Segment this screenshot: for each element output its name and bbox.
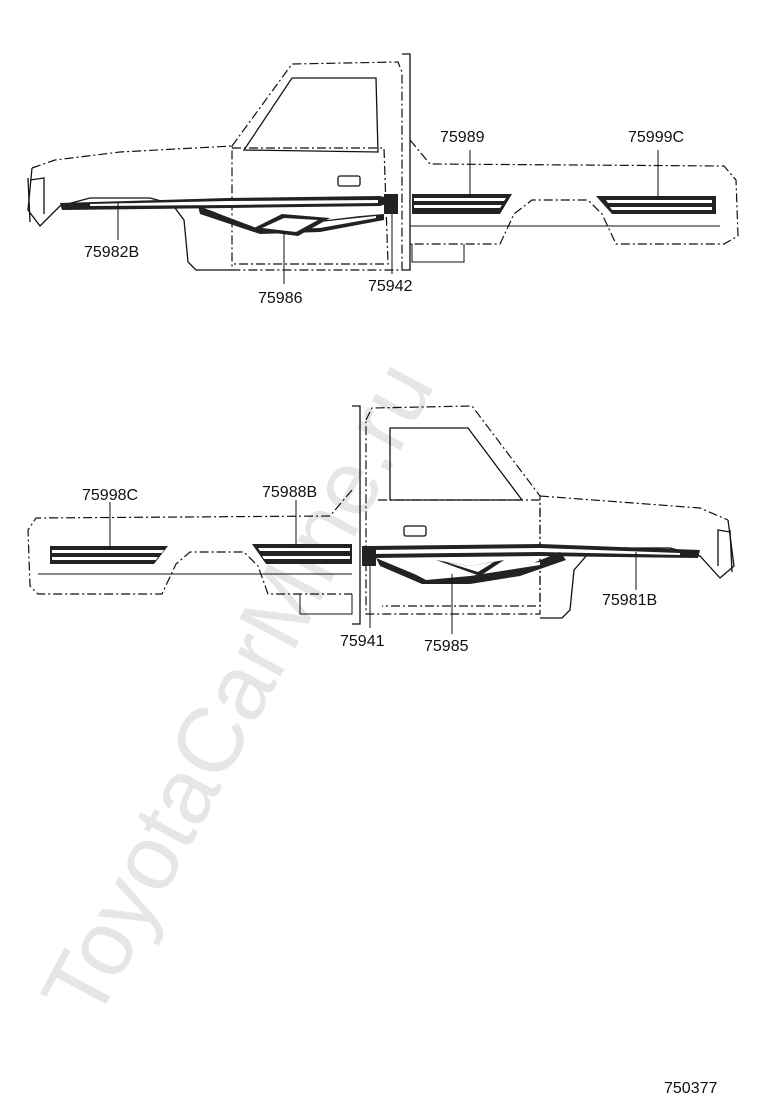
bed-stripe-75988b [252,544,352,564]
front-bumper [27,177,45,223]
bed-step [411,244,465,263]
bed-outline [409,139,739,245]
bed-stripe-75989 [412,194,512,214]
truck-right-side-view [27,405,735,625]
watermark: ToyotaCarMine.ru [23,345,454,1034]
door-handle [337,175,361,187]
cab-rear-pillar [352,405,361,625]
label-75941: 75941 [340,633,385,650]
label-75982b: 75982B [84,244,139,261]
cab-rear-pillar [402,53,411,271]
cab-window [242,77,379,153]
cab-outline [231,61,403,271]
label-75985: 75985 [424,638,469,655]
front-bumper [717,529,733,573]
diagram-code: 750377 [664,1080,717,1097]
door-handle [403,525,427,537]
pillar-mark-75941 [362,546,376,566]
label-75998c: 75998C [82,487,138,504]
label-75986: 75986 [258,290,303,307]
label-75988b: 75988B [262,484,317,501]
front-fender-outline [27,167,232,271]
door-graphic-75986 [60,196,398,236]
bed-stripe-75998c [50,546,168,564]
label-75981b: 75981B [602,592,657,609]
label-75942: 75942 [368,278,413,295]
pillar-mark-75942 [384,194,398,214]
hood-outline [539,495,729,521]
bed-outline [27,489,353,595]
hood-outline [31,145,233,169]
label-75989: 75989 [440,129,485,146]
door-graphic-75985 [366,544,700,584]
truck-left-side-view [27,53,739,271]
bed-stripe-75999c [596,196,716,214]
cab-door [378,499,541,607]
bed-step [299,594,353,615]
label-75999c: 75999C [628,129,684,146]
